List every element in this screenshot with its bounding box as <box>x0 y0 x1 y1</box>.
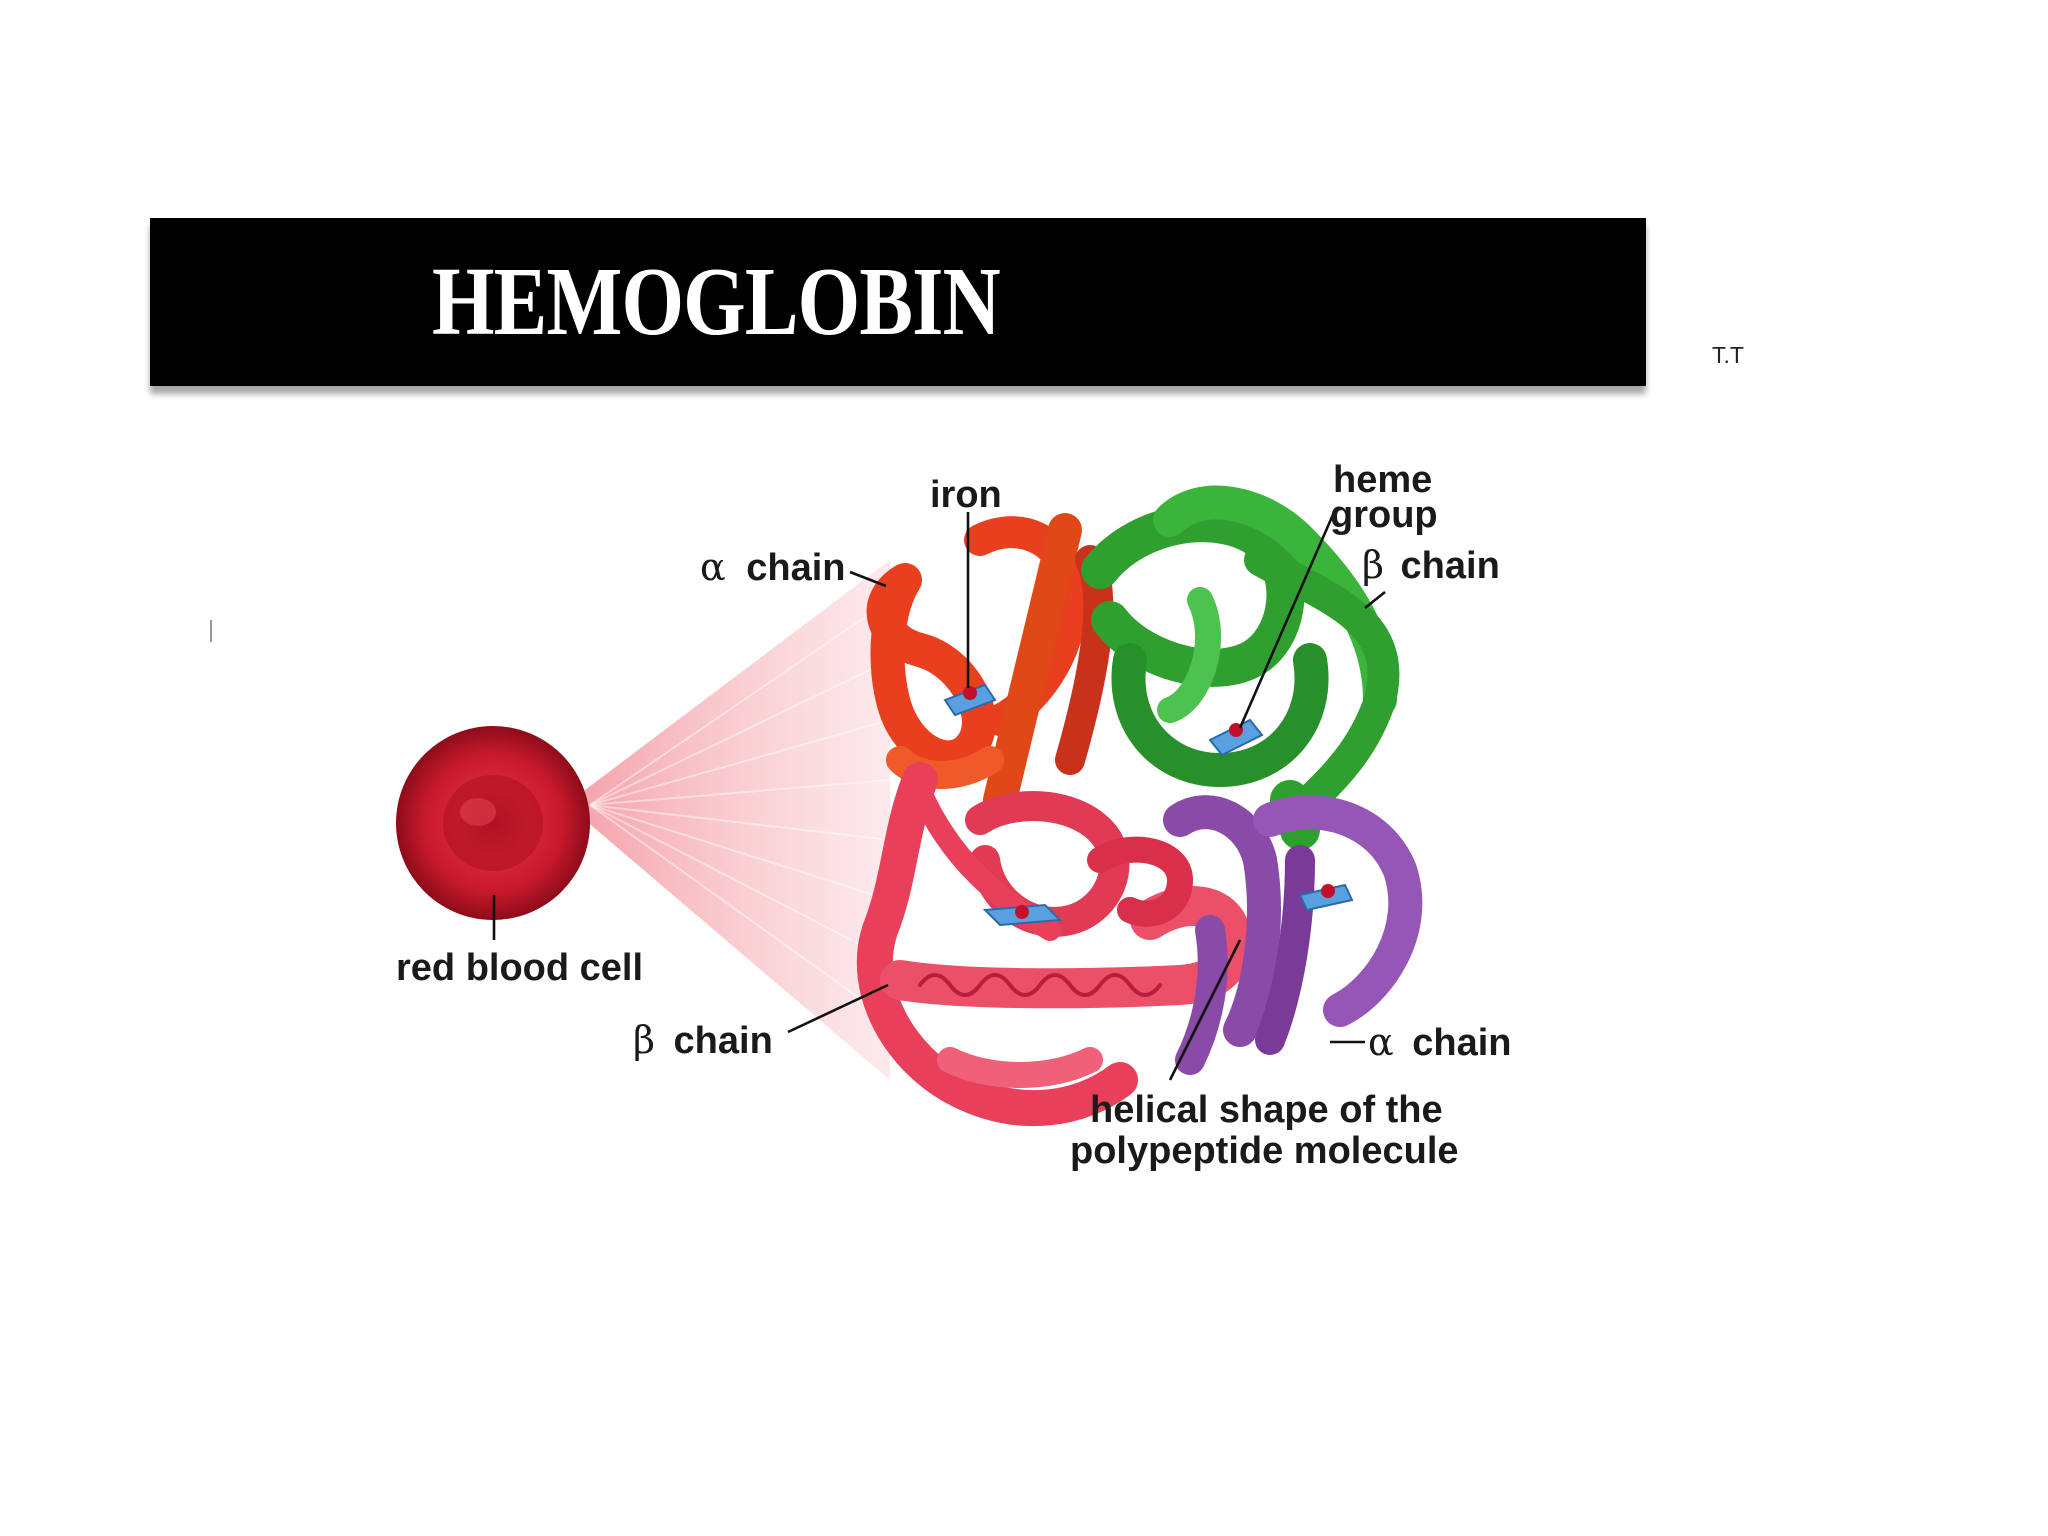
label-red-blood-cell: red blood cell <box>396 947 643 989</box>
label-beta-chain-top: β chain <box>1362 543 1500 587</box>
beta-chain-top <box>1100 503 1383 830</box>
alpha-symbol: α <box>700 545 726 589</box>
red-blood-cell <box>396 726 590 920</box>
label-iron: iron <box>930 474 1002 516</box>
chain-text: chain <box>746 547 845 589</box>
chain-text: chain <box>674 1020 773 1062</box>
alpha-symbol: α <box>1368 1020 1394 1064</box>
label-beta-chain-bottom: β chain <box>633 1018 773 1062</box>
label-alpha-chain-bottom: α chain <box>1368 1020 1511 1064</box>
beta-symbol: β <box>633 1018 655 1062</box>
zoom-cone <box>585 560 890 1080</box>
chain-text: chain <box>1412 1022 1511 1064</box>
chain-text: chain <box>1401 545 1500 587</box>
label-helical-line2: polypeptide molecule <box>1070 1130 1459 1172</box>
label-heme-group-line2: group <box>1330 494 1438 536</box>
label-alpha-chain-top: α chain <box>700 545 845 589</box>
label-helical-line1: helical shape of the <box>1090 1089 1443 1131</box>
beta-symbol: β <box>1362 543 1384 587</box>
alpha-chain-top <box>884 530 1099 800</box>
